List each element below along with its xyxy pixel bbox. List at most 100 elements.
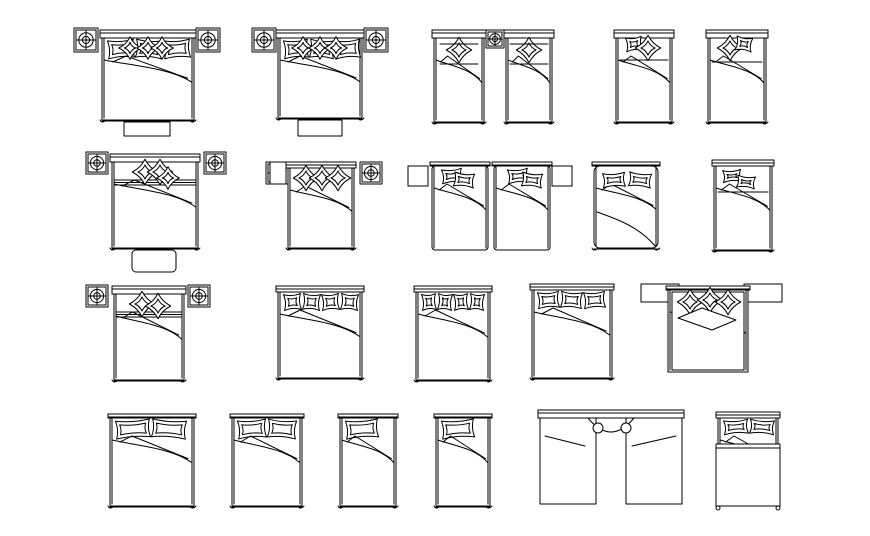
pillow bbox=[582, 290, 607, 310]
pillow-seam bbox=[155, 41, 169, 55]
lamp-icon bbox=[592, 422, 604, 434]
twin-pair bbox=[537, 409, 685, 505]
pillow-outline bbox=[440, 418, 476, 440]
pillow bbox=[749, 418, 775, 436]
pillow-seam bbox=[287, 297, 298, 307]
pillow bbox=[734, 35, 754, 53]
pillow bbox=[308, 36, 332, 60]
mattress bbox=[493, 165, 551, 251]
fold-flap bbox=[112, 55, 189, 79]
twin-bed-right bbox=[491, 161, 553, 251]
fold-edge bbox=[341, 439, 395, 464]
bed-legs bbox=[337, 505, 399, 509]
pillow bbox=[118, 36, 142, 60]
rug-outline bbox=[123, 121, 171, 137]
pillow-outline bbox=[156, 166, 180, 190]
bed-legs bbox=[529, 377, 615, 381]
fold-edge bbox=[437, 439, 489, 464]
pillow-outline bbox=[236, 418, 268, 440]
fold-flap bbox=[511, 55, 549, 80]
mattress bbox=[431, 165, 489, 251]
pillow-seam bbox=[541, 295, 556, 305]
pillow bbox=[324, 164, 352, 192]
pillow-outline bbox=[320, 292, 341, 312]
pillow-seam bbox=[325, 297, 336, 307]
fold-edge bbox=[709, 59, 765, 84]
headboard bbox=[111, 285, 187, 295]
headboard bbox=[229, 413, 305, 419]
fold-flap bbox=[287, 55, 357, 79]
pillow-seam bbox=[739, 39, 749, 49]
pillow-seam bbox=[344, 297, 355, 307]
pillow bbox=[114, 418, 152, 440]
headboard bbox=[107, 413, 197, 419]
pillow-outline bbox=[150, 36, 174, 60]
fold-flap bbox=[442, 435, 486, 460]
pillow-outline bbox=[749, 418, 775, 436]
pillow-seam bbox=[445, 422, 471, 436]
pillow bbox=[150, 418, 188, 440]
pillow bbox=[602, 171, 626, 189]
row-2 bbox=[85, 151, 775, 273]
blanket-fold bbox=[115, 311, 183, 340]
pillow bbox=[445, 36, 473, 64]
pillow-outline bbox=[118, 36, 142, 60]
blanket-fold bbox=[233, 435, 301, 464]
fold-edge bbox=[715, 187, 771, 211]
blanket-fold bbox=[435, 55, 483, 84]
fold-edge bbox=[544, 435, 586, 447]
pillow-seam bbox=[349, 422, 375, 436]
pillow bbox=[520, 171, 544, 189]
pillow bbox=[282, 292, 303, 312]
fold-flap bbox=[438, 183, 484, 207]
fold-flap bbox=[121, 179, 193, 204]
pillow-outline bbox=[324, 164, 352, 192]
pillow-seam bbox=[457, 175, 471, 185]
pillow-seam bbox=[123, 41, 137, 55]
pillow-outline bbox=[520, 171, 544, 189]
double-bed bbox=[107, 413, 197, 509]
bed-legs bbox=[109, 247, 201, 251]
nightstand-side bbox=[269, 161, 287, 185]
pillow bbox=[128, 290, 156, 318]
pillow-outline bbox=[582, 290, 607, 310]
nightstand-with-lamp bbox=[73, 27, 99, 53]
single-bed bbox=[433, 413, 493, 509]
fold-flap bbox=[346, 435, 392, 460]
blanket-curve bbox=[596, 211, 656, 247]
nightstand bbox=[551, 165, 573, 187]
pillow-seam bbox=[314, 170, 330, 186]
pillow-seam bbox=[702, 292, 718, 308]
fold-edge bbox=[433, 187, 487, 211]
pillow-outline bbox=[559, 290, 584, 310]
pillow-seam bbox=[682, 294, 698, 310]
pillow bbox=[420, 293, 438, 311]
blanket-fold bbox=[437, 435, 489, 464]
blanket-fold bbox=[279, 55, 361, 83]
pillow bbox=[714, 288, 742, 316]
mattress bbox=[625, 417, 683, 505]
headboard bbox=[429, 161, 491, 167]
bed-frame bbox=[715, 443, 781, 507]
bed-legs bbox=[711, 249, 775, 253]
pillow bbox=[627, 171, 653, 189]
blanket-fold bbox=[341, 435, 395, 464]
caster bbox=[715, 505, 721, 511]
rug bbox=[131, 249, 177, 273]
fold-flap bbox=[440, 55, 481, 80]
pillow-outline bbox=[344, 418, 380, 440]
pillow-seam bbox=[298, 170, 314, 186]
pillow-outline bbox=[468, 293, 486, 311]
bed-legs bbox=[111, 379, 187, 383]
rug bbox=[123, 121, 171, 137]
pillow bbox=[735, 174, 757, 190]
bed-legs bbox=[591, 247, 661, 251]
pillow-seam bbox=[451, 42, 467, 58]
pillow-outline bbox=[735, 174, 757, 190]
pillow-seam bbox=[740, 178, 752, 186]
row-4 bbox=[107, 409, 781, 511]
blanket-fold bbox=[113, 179, 197, 208]
bed-legs bbox=[431, 121, 487, 125]
nightstand bbox=[407, 165, 429, 187]
pillow-outline bbox=[714, 288, 742, 316]
